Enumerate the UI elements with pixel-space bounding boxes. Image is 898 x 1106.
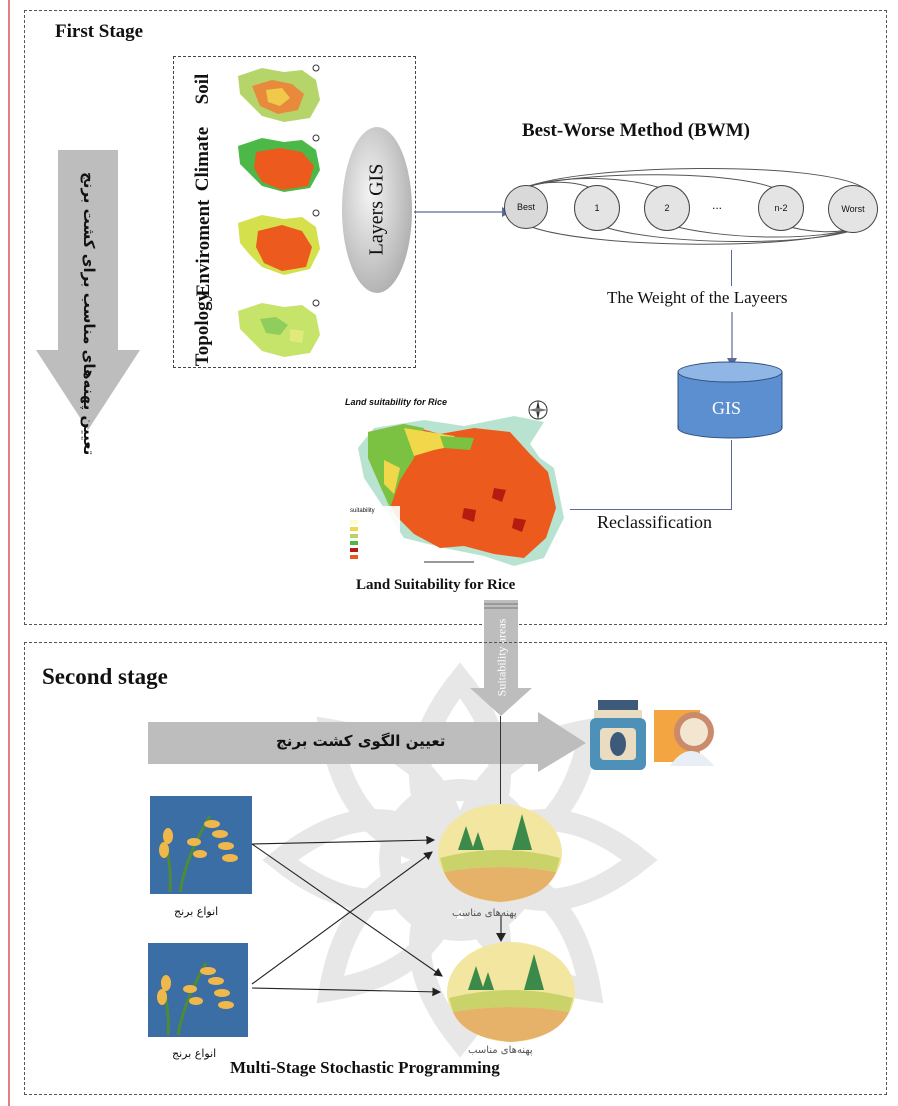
rice-plant-icon-2 [148,943,248,1037]
gis-to-map-line-horizontal [570,509,732,511]
gis-layers-label: Layers GIS [365,163,388,256]
bwm-node-best: Best [504,185,548,229]
bwm-node-ellipsis: ... [712,198,723,212]
topology-map-thumbnail-icon [232,295,330,361]
second-stage-right-arrow [148,712,586,772]
bwm-node-worst: Worst [828,185,878,233]
layers-to-bwm-arrow [414,207,511,217]
bwm-diagram [523,167,865,245]
zone-label-1: پهنه‌های مناسب [452,908,517,919]
gis-to-map-line-vertical [731,440,733,510]
second-stage-frame [24,642,887,1095]
bwm-title: Best-Worse Method (BWM) [522,120,750,141]
bwm-node-2: 2 [644,185,690,231]
gis-database-cylinder-icon [677,361,783,439]
rice-label-1: انواع برنج [174,905,219,918]
first-stage-title: First Stage [55,21,144,42]
bwm-node-2-label: 2 [664,203,670,213]
soil-map-thumbnail-icon [232,60,330,126]
climate-map-thumbnail-icon [232,130,330,196]
bwm-node-n2-label: n-2 [774,203,788,213]
layer-label-soil: Soil [192,73,213,105]
grain-jar-icon [590,700,646,770]
layer-label-topology: Topology [192,291,213,367]
bwm-node-n2: n-2 [758,185,804,231]
bwm-node-best-label: Best [516,202,535,212]
second-stage-caption: Multi-Stage Stochastic Programming [230,1058,500,1077]
second-stage-arrow-text: تعیین الگوی کشت برنج [276,732,446,750]
rice-label-2: انواع برنج [172,1047,217,1060]
compass-icon [528,400,548,420]
left-margin-rule [8,0,10,1106]
map-legend-title: suitability [350,508,375,514]
zone-to-zone-arrow [496,915,506,942]
bwm-node-1-label: 1 [594,203,600,213]
map-title: Land suitability for Rice [345,397,448,407]
field-tree-icon-2 [447,942,575,1042]
zone-label-2: پهنه‌های مناسب [468,1045,533,1056]
rice-plant-icon-1 [150,796,252,894]
field-tree-icon-1 [438,804,562,902]
weight-label: The Weight of the Layeers [607,288,788,307]
suitability-to-zone-line [500,716,502,806]
gis-label: GIS [712,398,742,418]
layer-label-climate: Climate [192,126,213,192]
second-stage-title: Second stage [42,664,168,689]
side-down-arrow [36,150,140,430]
bwm-to-weight-line [731,250,733,286]
first-stage-frame [24,10,887,625]
environment-map-thumbnail-icon [232,205,330,280]
flour-bag-icon [654,710,714,766]
land-suitability-map [348,416,564,566]
bwm-node-1: 1 [574,185,620,231]
map-caption: Land Suitability for Rice [356,577,516,593]
side-arrow-text: تعیین پهنه‌های مناسب برای کشت برنج [80,172,98,456]
stage-transition-down-arrow [470,600,532,716]
rice-to-zone-arrows [251,835,443,997]
bwm-node-worst-label: Worst [841,204,865,214]
reclassification-label: Reclassification [597,512,712,532]
gis-layers-ellipse [342,127,412,293]
